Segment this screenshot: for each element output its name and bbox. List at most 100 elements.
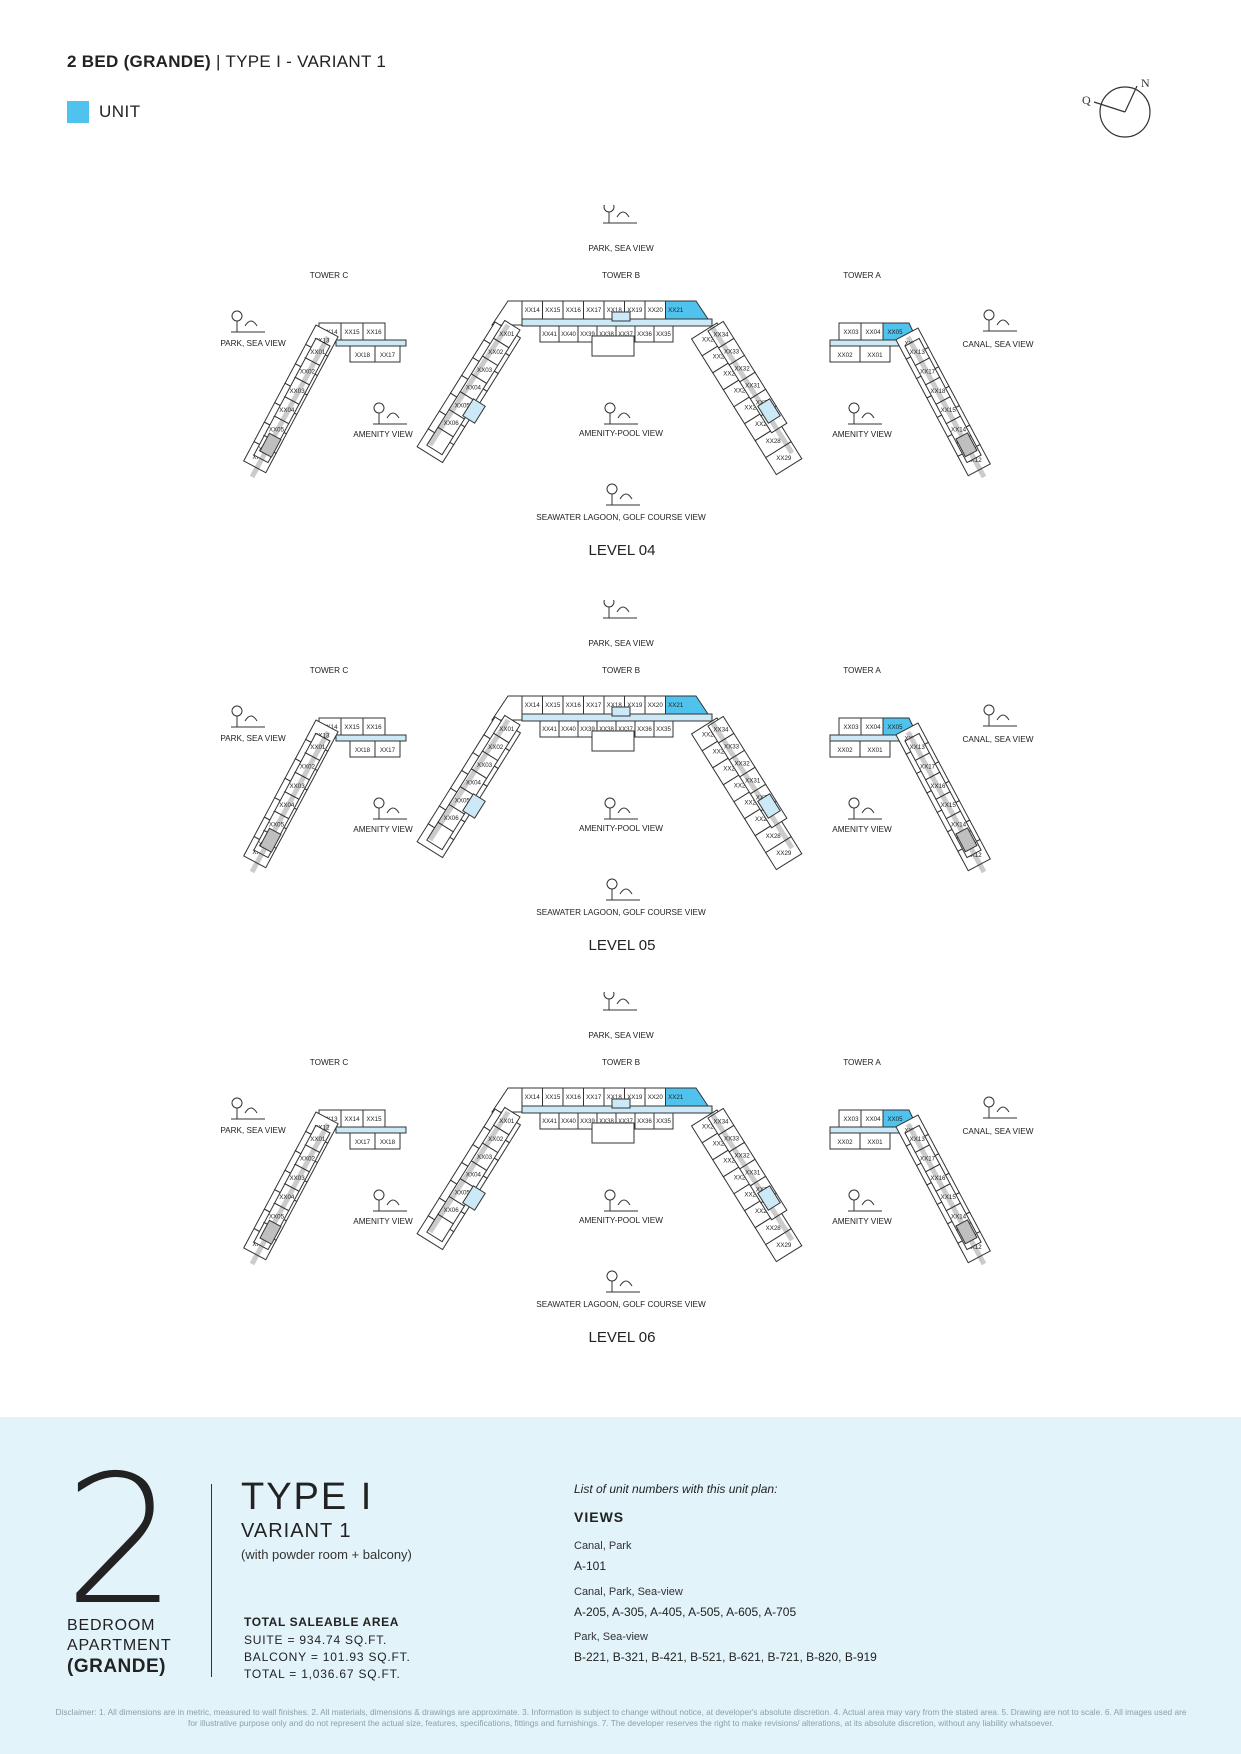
tower-c-right-unit-label: XX02 bbox=[300, 763, 316, 770]
tower-b-left-inner-unit-label: XX04 bbox=[466, 385, 482, 392]
tower-a-right-unit-label: XX12 bbox=[967, 1244, 983, 1251]
horse-rider-icon bbox=[373, 1189, 407, 1212]
tower-b-left-corridor bbox=[427, 323, 511, 447]
tower-b-right-unit-label: XX26 bbox=[744, 799, 760, 806]
tower-b-right-inner-unit-label: XX31 bbox=[745, 778, 761, 785]
tower-a-left-unit-label: XX15 bbox=[941, 407, 957, 414]
horse-rider-icon-part bbox=[848, 1189, 860, 1201]
tower-b-left-core bbox=[462, 1185, 486, 1211]
tower-b-unit-label: XX40 bbox=[561, 332, 576, 338]
legend: UNIT bbox=[67, 101, 141, 123]
tower-b-left-inner-unit-label: XX06 bbox=[444, 815, 460, 822]
horse-rider-icon bbox=[848, 797, 882, 820]
tower-c-unit bbox=[374, 345, 401, 363]
tower-a-left-unit-label: XX13 bbox=[910, 349, 926, 356]
tower-b-unit-label: XX14 bbox=[525, 702, 541, 709]
tower-b-unit-label: XX41 bbox=[542, 1119, 557, 1125]
tower-a-unit bbox=[859, 1132, 891, 1150]
tower-c-right-unit-label: XX05 bbox=[269, 427, 285, 434]
tower-a-left-unit-label: XX17 bbox=[920, 1155, 936, 1162]
park-tree-icon bbox=[603, 992, 637, 1011]
level-title: LEVEL 04 bbox=[589, 542, 656, 559]
tower-c-right-unit-label: XX03 bbox=[290, 388, 306, 395]
tower-label: TOWER C bbox=[310, 666, 349, 675]
tower-b-unit bbox=[591, 730, 635, 752]
tower-a-unit-label: XX01 bbox=[867, 1139, 883, 1146]
golf-flag-icon bbox=[606, 1270, 640, 1293]
tower-b-unit-label: XX18 bbox=[607, 307, 623, 314]
tower-b-right-inner-unit-label: XX34 bbox=[713, 727, 729, 734]
tower-a-unit-label: XX02 bbox=[837, 1139, 853, 1146]
tower-a-left-unit-label: XX14 bbox=[951, 822, 967, 829]
horse-rider-icon-part bbox=[861, 807, 875, 814]
title-bold: 2 BED (GRANDE) bbox=[67, 52, 211, 71]
legend-label: UNIT bbox=[99, 102, 141, 121]
horse-rider-icon-part bbox=[373, 797, 385, 809]
tower-c-corridor bbox=[335, 734, 407, 742]
tower-a-left-unit-label: XX16 bbox=[930, 783, 946, 790]
tower-a-corridor-diag bbox=[905, 335, 987, 479]
tower-c-unit-label: XX15 bbox=[366, 1116, 382, 1123]
park-tree-icon-part bbox=[231, 705, 243, 717]
tower-c-core bbox=[259, 827, 282, 853]
tower-b-right-inner-unit-label: XX33 bbox=[724, 349, 740, 356]
view-label-amenity: AMENITY VIEW bbox=[832, 825, 892, 834]
area-title: TOTAL SALEABLE AREA bbox=[244, 1615, 399, 1629]
view-label-amenity: AMENITY VIEW bbox=[832, 430, 892, 439]
tower-b-unit-label: XX17 bbox=[586, 307, 602, 314]
tower-c-core bbox=[259, 1219, 282, 1245]
variant-label: VARIANT 1 bbox=[241, 1520, 352, 1542]
tower-b-unit-label: XX17 bbox=[586, 1094, 602, 1101]
sun-waves-icon-part bbox=[996, 319, 1010, 326]
tower-c-unit-label: XX18 bbox=[355, 747, 371, 754]
tower-b-left-inner-unit-label: XX05 bbox=[455, 402, 471, 409]
sun-waves-icon-part bbox=[983, 704, 995, 716]
tower-b-core bbox=[611, 311, 631, 322]
tower-b-left-inner-unit bbox=[426, 821, 454, 851]
tower-a-unit-label: XX03 bbox=[843, 329, 859, 336]
tower-c-unit-label: XX15 bbox=[344, 724, 360, 731]
view-label-left: PARK, SEA VIEW bbox=[220, 734, 286, 743]
tower-c-corridor-diag bbox=[249, 730, 331, 874]
tower-label: TOWER C bbox=[310, 1058, 349, 1067]
tower-a-left-unit-label: XX15 bbox=[941, 1194, 957, 1201]
pool-icon bbox=[604, 797, 638, 820]
pool-icon-part bbox=[617, 412, 631, 419]
tower-c-right-unit-label: XX03 bbox=[290, 783, 306, 790]
tower-c-right-unit-label: XX04 bbox=[279, 407, 295, 414]
golf-flag-icon-part bbox=[606, 483, 618, 495]
tower-a-core bbox=[955, 432, 978, 458]
park-tree-icon-part bbox=[603, 205, 615, 213]
view-label-amenity: AMENITY VIEW bbox=[353, 825, 413, 834]
view-name: Canal, Park, Sea-view bbox=[574, 1586, 683, 1598]
tower-a-core bbox=[955, 827, 978, 853]
tower-b-unit-label: XX38 bbox=[599, 727, 614, 733]
tower-c-right-unit-label: XX04 bbox=[279, 802, 295, 809]
tower-b-unit-label: XX19 bbox=[627, 702, 643, 709]
tower-a-unit-label: XX05 bbox=[887, 329, 903, 336]
tower-b-unit-label: XX15 bbox=[545, 307, 561, 314]
horse-rider-icon-part bbox=[861, 412, 875, 419]
park-tree-icon-part bbox=[603, 600, 615, 608]
tower-b-right-unit bbox=[765, 836, 803, 871]
golf-flag-icon-part bbox=[619, 493, 633, 500]
park-tree-icon-part bbox=[616, 998, 630, 1005]
horse-rider-icon-part bbox=[386, 1199, 400, 1206]
tower-b-unit-label: XX35 bbox=[656, 727, 671, 733]
view-label-bottom: SEAWATER LAGOON, GOLF COURSE VIEW bbox=[536, 908, 706, 917]
summary-panel bbox=[0, 1417, 1241, 1754]
horse-rider-icon-part bbox=[373, 1189, 385, 1201]
tower-a-unit-label: XX03 bbox=[843, 1116, 859, 1123]
sun-waves-icon-part bbox=[996, 714, 1010, 721]
bedroom-label: BEDROOM bbox=[67, 1617, 156, 1634]
tower-b-unit-label: XX41 bbox=[542, 332, 557, 338]
tower-a-corridor-diag bbox=[905, 730, 987, 874]
golf-flag-icon-part bbox=[606, 878, 618, 890]
view-name: Canal, Park bbox=[574, 1540, 632, 1552]
tower-label: TOWER B bbox=[602, 666, 641, 675]
unit-swatch bbox=[67, 101, 89, 123]
tower-a-left-unit-label: XX14 bbox=[951, 1214, 967, 1221]
tower-b-right-inner-unit-label: XX31 bbox=[745, 383, 761, 390]
tower-b-right-unit bbox=[765, 1228, 803, 1263]
